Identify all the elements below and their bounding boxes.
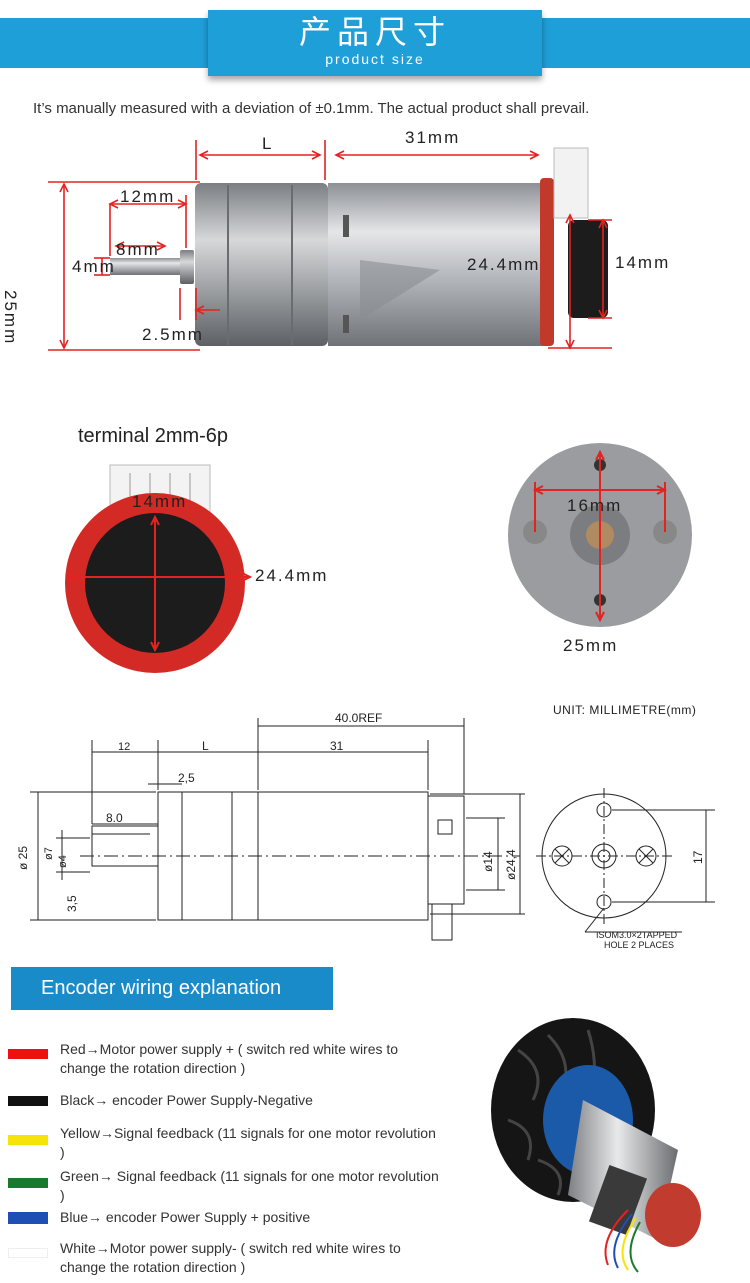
encoder-board-photo bbox=[645, 1183, 701, 1247]
dwg-2-5: 2,5 bbox=[178, 771, 195, 785]
wire-row-black: Black→ encoder Power Supply-Negative bbox=[8, 1091, 468, 1111]
wire-swatch-yellow bbox=[8, 1135, 48, 1145]
header-title-cn: 产品尺寸 bbox=[298, 13, 451, 51]
flange-dim-16mm: 16mm bbox=[567, 496, 623, 515]
gearbox-body bbox=[195, 183, 328, 346]
dwg-3-5: 3,5 bbox=[65, 895, 79, 912]
dim-24-4mm: 24.4mm bbox=[467, 255, 541, 274]
encoder-wiring-title: Encoder wiring explanation bbox=[11, 967, 333, 1010]
encoder-board-view bbox=[65, 464, 253, 673]
wire-text-red: Red→Motor power supply + ( switch red wh… bbox=[60, 1041, 399, 1076]
dim-12mm: 12mm bbox=[120, 187, 176, 206]
encoder-connector bbox=[553, 147, 589, 219]
header-title-box: 产品尺寸 product size bbox=[208, 10, 542, 76]
dim-14mm: 14mm bbox=[615, 253, 671, 272]
wire-swatch-green bbox=[8, 1178, 48, 1188]
dwg-dia25: ø 25 bbox=[16, 846, 30, 870]
encoder-dim-14mm: 14mm bbox=[132, 492, 188, 511]
terminal-label: terminal 2mm-6p bbox=[78, 425, 229, 447]
wire-swatch-white bbox=[8, 1248, 48, 1258]
unit-label: UNIT: MILLIMETRE(mm) bbox=[553, 703, 697, 717]
wire-row-white: White→Motor power supply- ( switch red w… bbox=[8, 1239, 468, 1277]
wire-swatch-blue bbox=[8, 1212, 48, 1224]
dim-25mm-height: 25mm bbox=[1, 290, 20, 346]
dwg-ref40: 40.0REF bbox=[335, 711, 382, 725]
flange-view bbox=[508, 443, 692, 627]
dwg-dia24-4: ø24,4 bbox=[504, 849, 518, 880]
dim-4mm: 4mm bbox=[72, 257, 116, 276]
header-title-en: product size bbox=[325, 51, 425, 67]
wire-swatch-red bbox=[8, 1049, 48, 1059]
dim-8mm: 8mm bbox=[116, 240, 160, 259]
technical-drawing: 40.0REF L 12 31 2,5 8.0 ø 25 ø7 ø4 3,5 ø… bbox=[16, 711, 715, 950]
dim-L: L bbox=[262, 134, 274, 153]
dim-2-5mm: 2.5mm bbox=[142, 325, 204, 344]
encoder-ring bbox=[540, 178, 554, 346]
dwg-12: 12 bbox=[118, 741, 130, 753]
encoder-dim-24-4mm: 24.4mm bbox=[255, 566, 329, 585]
wire-row-green: Green→ Signal feedback (11 signals for o… bbox=[8, 1167, 468, 1205]
wire-text-black: Black→ encoder Power Supply-Negative bbox=[60, 1092, 313, 1108]
wire-row-yellow: Yellow→Signal feedback (11 signals for o… bbox=[8, 1124, 468, 1162]
wire-text-white: White→Motor power supply- ( switch red w… bbox=[60, 1240, 401, 1275]
wire-text-blue: Blue→ encoder Power Supply + positive bbox=[60, 1209, 311, 1225]
dwg-8: 8.0 bbox=[106, 811, 123, 825]
wire-row-red: Red→Motor power supply + ( switch red wh… bbox=[8, 1040, 468, 1078]
dwg-dia14: ø14 bbox=[481, 851, 495, 872]
dwg-hole-note-2: HOLE 2 PLACES bbox=[604, 940, 674, 950]
dwg-dia4: ø4 bbox=[57, 855, 69, 868]
motor-shaft bbox=[110, 258, 190, 275]
wire-row-blue: Blue→ encoder Power Supply + positive bbox=[8, 1208, 468, 1228]
encoder-magnet bbox=[568, 220, 608, 318]
wire-swatch-black bbox=[8, 1096, 48, 1106]
wheel-motor-photo bbox=[491, 1018, 701, 1273]
flange-dim-25mm: 25mm bbox=[563, 636, 619, 655]
dim-31mm: 31mm bbox=[405, 128, 461, 147]
motor-photo-diagram bbox=[48, 140, 612, 351]
shaft-collar bbox=[180, 250, 194, 284]
wire-text-green: Green→ Signal feedback (11 signals for o… bbox=[60, 1168, 439, 1203]
dwg-dia7: ø7 bbox=[43, 847, 55, 860]
dwg-hole-note-1: ISOM3.0×2TAPPED bbox=[596, 930, 678, 940]
measurement-note: It’s manually measured with a deviation … bbox=[33, 100, 590, 117]
wire-text-yellow: Yellow→Signal feedback (11 signals for o… bbox=[60, 1125, 436, 1160]
dwg-L: L bbox=[202, 739, 209, 753]
dwg-17: 17 bbox=[691, 850, 705, 864]
dwg-31: 31 bbox=[330, 739, 344, 753]
